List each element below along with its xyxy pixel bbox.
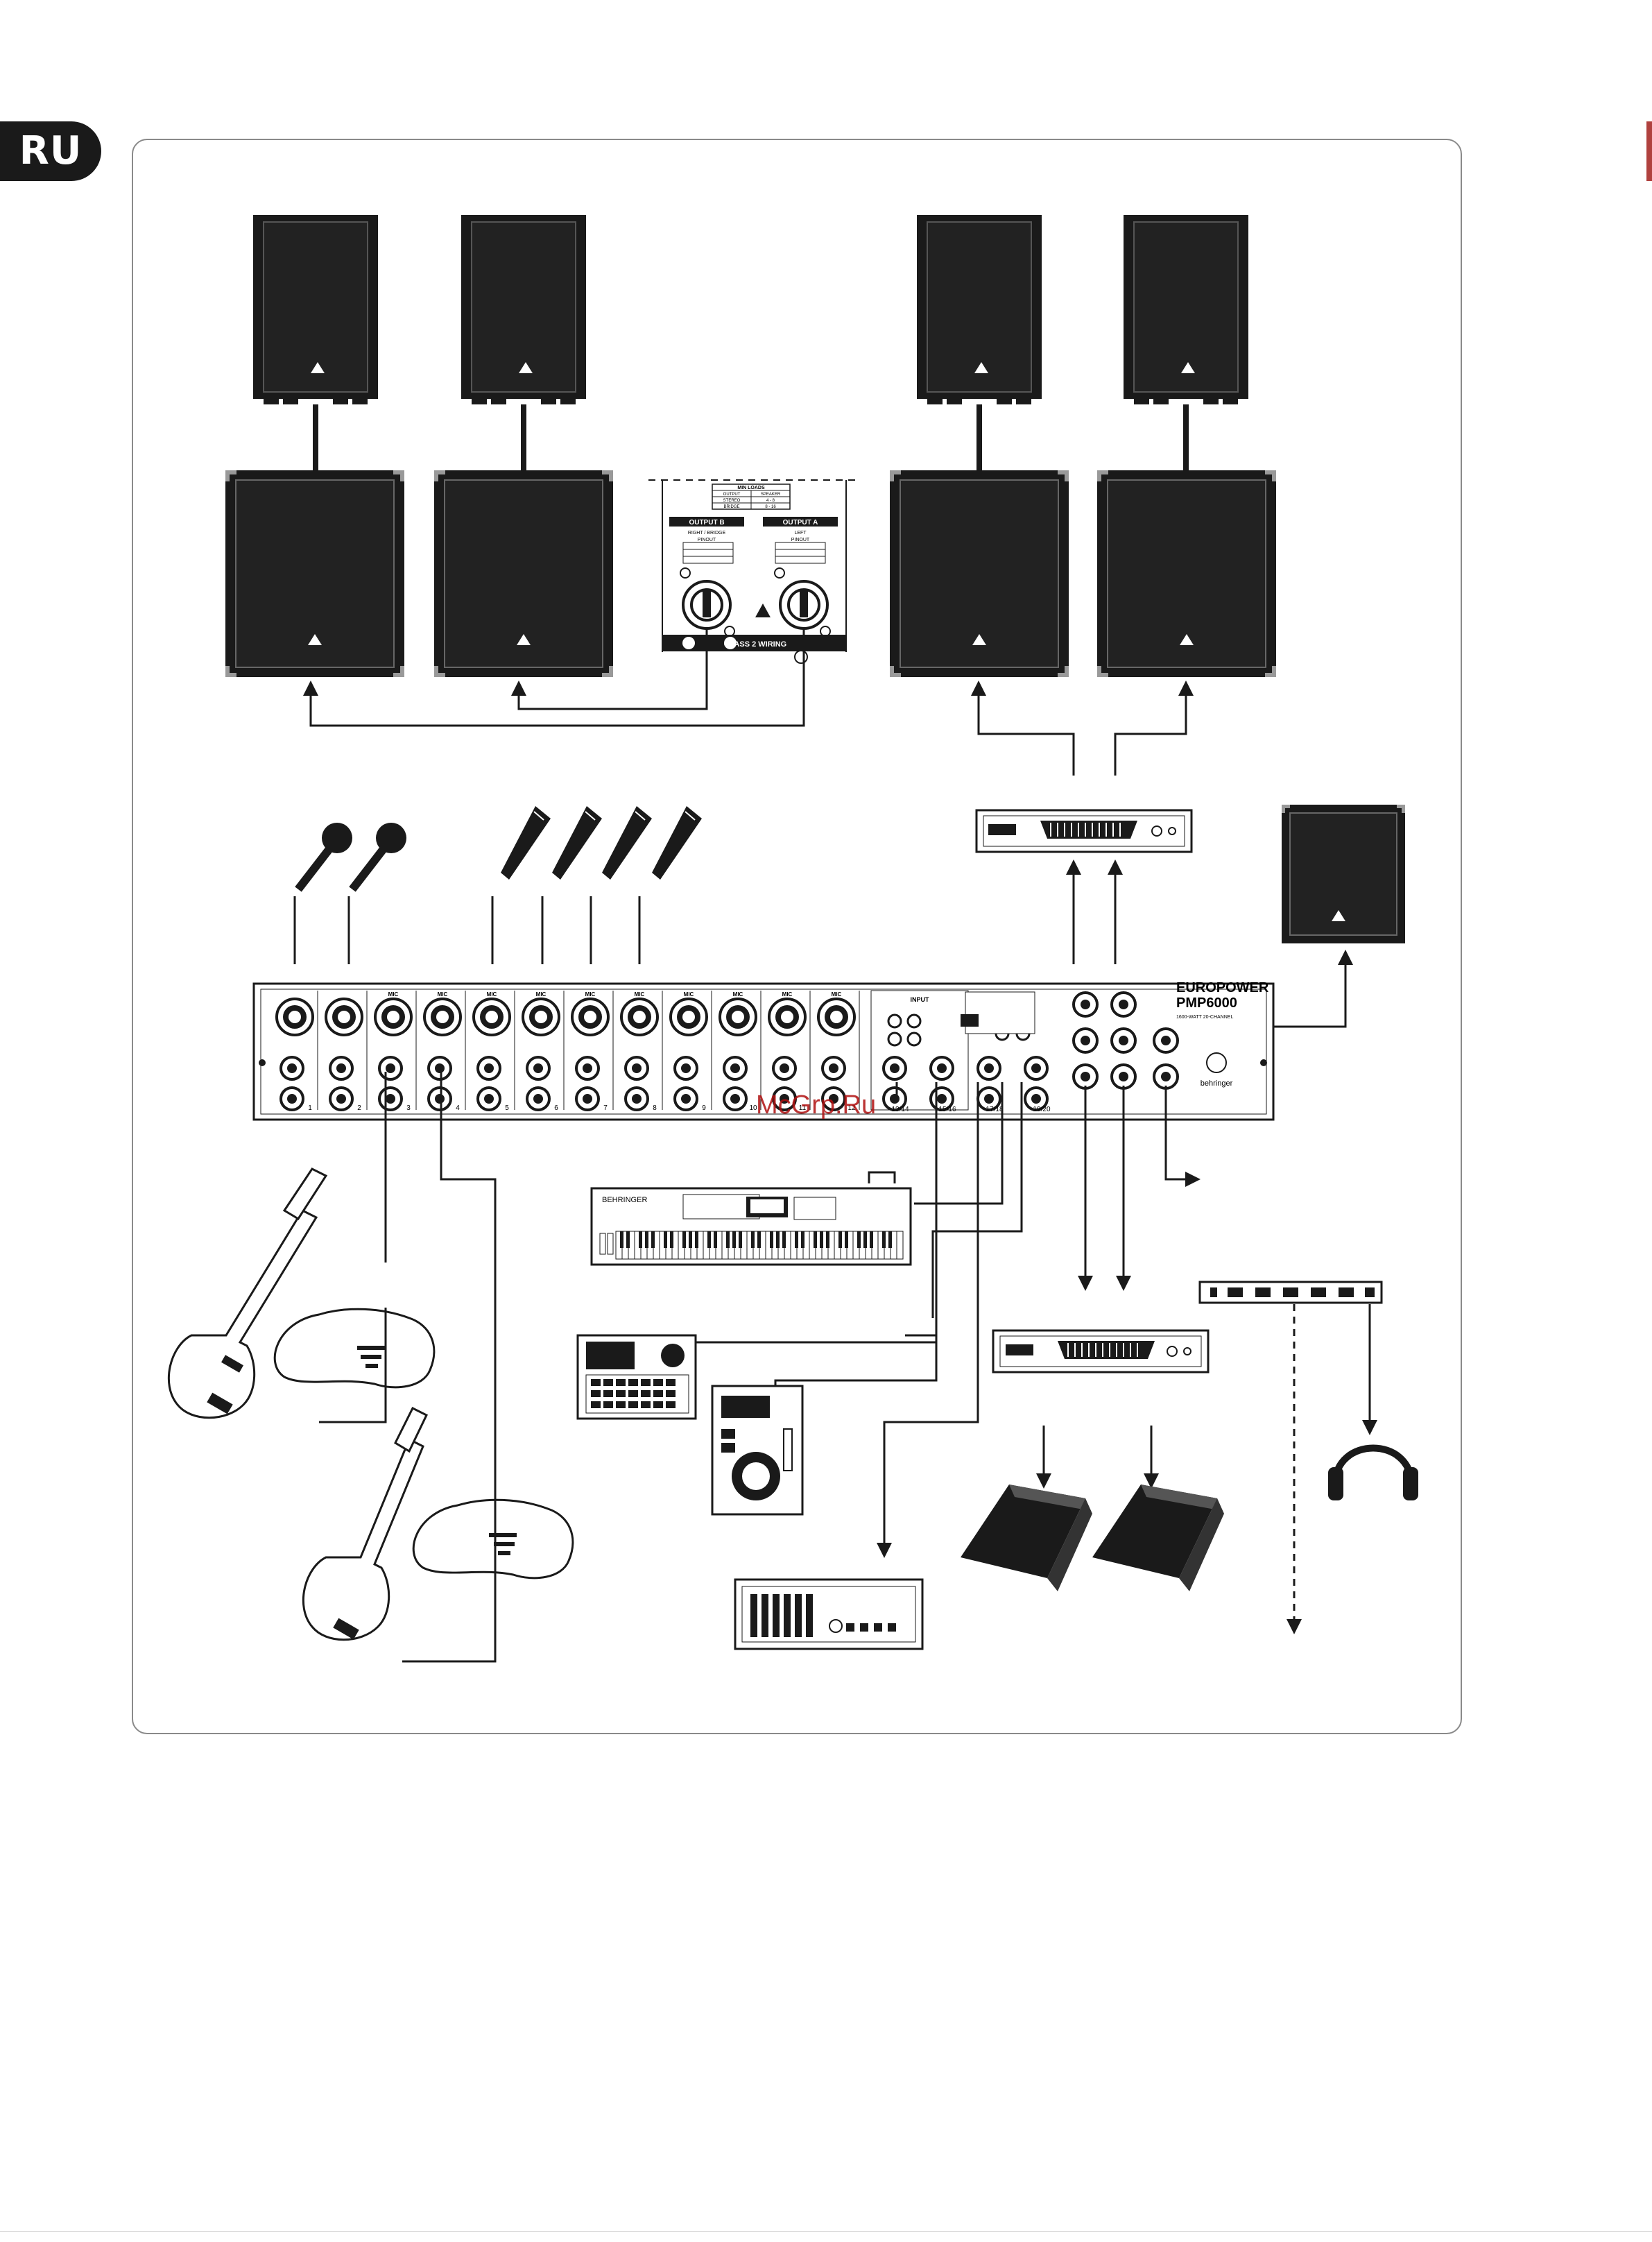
svg-text:STEREO: STEREO bbox=[723, 499, 741, 503]
top-speaker-2 bbox=[461, 215, 586, 404]
rca-jack bbox=[908, 1033, 920, 1045]
svg-text:BRIDGE: BRIDGE bbox=[723, 505, 739, 509]
svg-text:OUTPUT: OUTPUT bbox=[723, 493, 741, 497]
headphones-icon bbox=[1328, 1448, 1418, 1501]
master-jack bbox=[1154, 1065, 1178, 1088]
top-speaker-1 bbox=[253, 215, 378, 404]
floor-monitor-2 bbox=[1092, 1484, 1224, 1591]
channel-number: 4 bbox=[456, 1104, 460, 1112]
keyboard-cable bbox=[869, 1172, 895, 1183]
master-jack bbox=[1112, 993, 1135, 1016]
master-jack bbox=[1074, 1029, 1097, 1052]
svg-text:SPEAKER: SPEAKER bbox=[761, 493, 781, 497]
headphone-amp-rack bbox=[1200, 1282, 1382, 1303]
drum-machine bbox=[578, 1335, 696, 1419]
mic-label: MIC bbox=[832, 991, 842, 998]
rca-jack bbox=[908, 1015, 920, 1027]
svg-text:8 - 16: 8 - 16 bbox=[765, 505, 776, 509]
rack-effects-unit bbox=[735, 1580, 922, 1649]
floor-monitor-1 bbox=[961, 1484, 1092, 1591]
mic-label: MIC bbox=[487, 991, 497, 998]
mic-label: MIC bbox=[585, 991, 596, 998]
keyboard-brand: BEHRINGER bbox=[602, 1196, 647, 1204]
channel-number: 2 bbox=[357, 1104, 361, 1112]
watermark: McGrp.Ru bbox=[756, 1090, 876, 1120]
mic-label: MIC bbox=[733, 991, 743, 998]
channel-number: 5 bbox=[505, 1104, 509, 1112]
cd-player bbox=[712, 1386, 802, 1514]
top-speaker-3 bbox=[917, 215, 1042, 404]
svg-text:RIGHT / BRIDGE: RIGHT / BRIDGE bbox=[688, 531, 726, 536]
mixer-subtitle: 1600-WATT 20-CHANNEL bbox=[1176, 1015, 1233, 1020]
master-jack bbox=[1112, 1065, 1135, 1088]
output-b-label: OUTPUT B bbox=[689, 519, 724, 527]
guitar-pedal-1 bbox=[275, 1309, 434, 1387]
rca-jack bbox=[888, 1015, 901, 1027]
mic-label: MIC bbox=[635, 991, 645, 998]
guitar-pedal-2 bbox=[413, 1500, 573, 1578]
sub-monitor-speaker bbox=[1282, 805, 1405, 943]
channel-number: 3 bbox=[406, 1104, 411, 1112]
channel-number: 8 bbox=[653, 1104, 657, 1112]
mic-label: MIC bbox=[782, 991, 793, 998]
min-loads-label: MIN LOADS bbox=[737, 486, 765, 490]
channel-number: 19/20 bbox=[1033, 1106, 1050, 1113]
mixer-logo: behringer bbox=[1201, 1079, 1233, 1088]
subwoofer-3 bbox=[890, 470, 1069, 677]
mic-label: MIC bbox=[438, 991, 448, 998]
channel-number: 17/18 bbox=[986, 1106, 1003, 1113]
amp-output-panel: MIN LOADS OUTPUT SPEAKER STEREO 4 - 8 BR… bbox=[648, 480, 860, 663]
channel-number: 7 bbox=[603, 1104, 608, 1112]
svg-text:PINOUT: PINOUT bbox=[698, 538, 716, 542]
monitor-amp bbox=[993, 1330, 1208, 1372]
input-label: INPUT bbox=[911, 996, 930, 1003]
top-speaker-4 bbox=[1124, 215, 1248, 404]
mixer-model: PMP6000 bbox=[1176, 995, 1237, 1011]
rca-jack bbox=[888, 1033, 901, 1045]
channel-number: 6 bbox=[554, 1104, 558, 1112]
electric-guitar-2 bbox=[303, 1408, 427, 1640]
subwoofer-4 bbox=[1097, 470, 1276, 677]
channel-number: 9 bbox=[702, 1104, 706, 1112]
vocal-mics bbox=[295, 823, 406, 964]
master-jack bbox=[1074, 993, 1097, 1016]
monitor-cables bbox=[1044, 1426, 1151, 1481]
svg-text:4 - 8: 4 - 8 bbox=[766, 499, 775, 503]
footer-rule bbox=[0, 2231, 1652, 2232]
subwoofer-1 bbox=[225, 470, 404, 677]
warning-icon bbox=[755, 604, 771, 617]
master-jack bbox=[1074, 1065, 1097, 1088]
master-jack bbox=[1154, 1029, 1178, 1052]
mic-label: MIC bbox=[388, 991, 399, 998]
condenser-mics bbox=[492, 806, 702, 964]
svg-text:PINOUT: PINOUT bbox=[791, 538, 810, 542]
mixer-brand: EUROPOWER bbox=[1176, 980, 1269, 995]
mic-label: MIC bbox=[684, 991, 694, 998]
mic-label: MIC bbox=[536, 991, 547, 998]
keyboard-synth: BEHRINGER bbox=[592, 1188, 911, 1265]
channel-number: 1 bbox=[308, 1104, 312, 1112]
speaker-poles bbox=[313, 404, 1189, 470]
master-jack bbox=[1112, 1029, 1135, 1052]
subwoofer-2 bbox=[434, 470, 613, 677]
power-amp-top bbox=[976, 810, 1191, 852]
output-a-label: OUTPUT A bbox=[783, 519, 818, 527]
svg-text:LEFT: LEFT bbox=[794, 531, 807, 536]
